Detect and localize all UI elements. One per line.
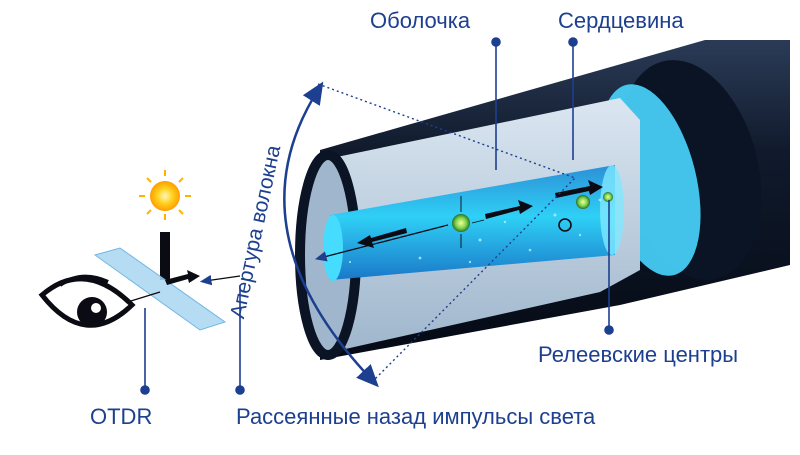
aperture-arc (283, 81, 379, 388)
rayleigh-center-3 (603, 192, 613, 202)
fiber-body (295, 40, 790, 360)
core-back-face (600, 165, 624, 255)
light-source-icon (139, 170, 191, 220)
label-cladding: Оболочка (370, 8, 471, 33)
leader-lines (140, 37, 614, 395)
label-rayleigh: Релеевские центры (538, 342, 739, 367)
label-backscatter: Рассеянные назад импульсы света (236, 404, 596, 429)
label-core: Сердцевина (558, 8, 684, 33)
beam-splitter-icon (95, 248, 225, 330)
otdr-optics (93, 170, 241, 331)
rayleigh-center-2 (576, 195, 590, 209)
light-pulses (314, 180, 603, 262)
rayleigh-centers (452, 192, 613, 248)
rayleigh-center-ring (558, 218, 572, 232)
incoming-ray (199, 274, 241, 286)
pulse-arrow-forward-1 (485, 200, 533, 219)
pulse-arrow-forward-2 (555, 180, 603, 198)
eye-icon (38, 274, 136, 328)
aperture-indicator (283, 81, 576, 388)
core-front-face (323, 215, 343, 281)
rayleigh-center-1 (452, 214, 470, 232)
label-otdr: OTDR (90, 404, 153, 429)
light-source-stem (160, 232, 170, 280)
splitter-arrow (165, 270, 200, 285)
